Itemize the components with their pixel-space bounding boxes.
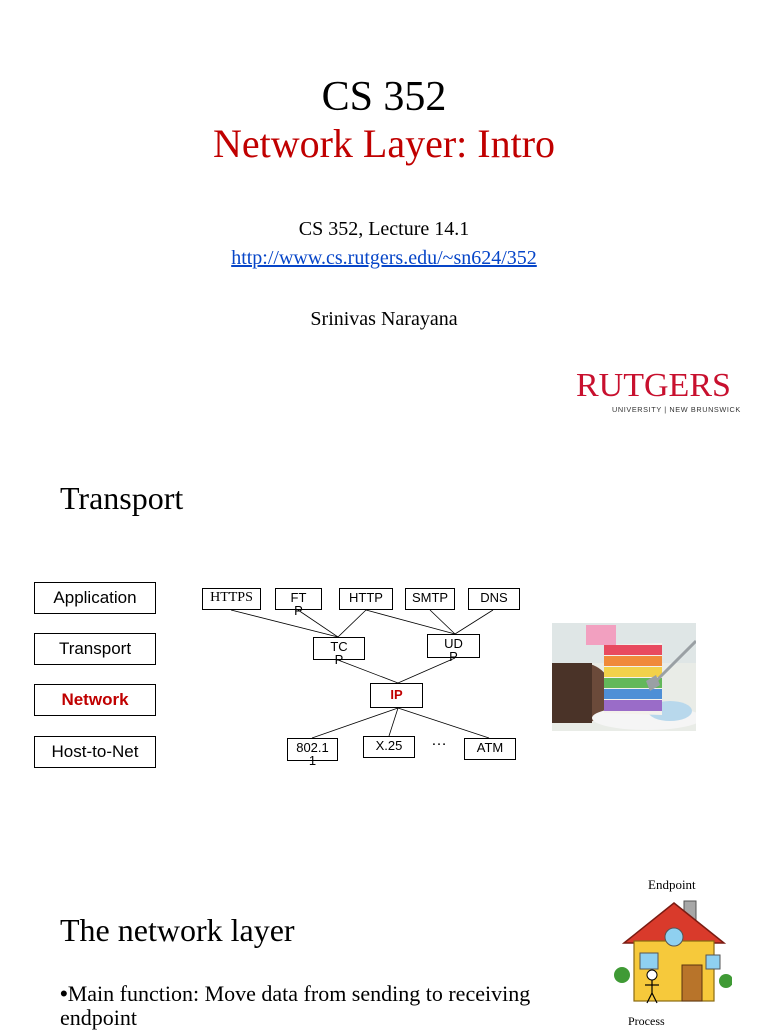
link-x25: X.25: [363, 736, 415, 758]
proto-ip: IP: [370, 683, 423, 708]
link-atm: ATM: [464, 738, 516, 760]
process-label: Process: [628, 1014, 665, 1028]
course-url-link[interactable]: http://www.cs.rutgers.edu/~sn624/352: [231, 247, 537, 269]
proto-udp: UD P: [427, 634, 480, 663]
proto-tcp: TC P: [313, 637, 365, 666]
bullet-main-function: •Main function: Move data from sending t…: [60, 982, 580, 1030]
course-title: CS 352: [321, 74, 447, 120]
rutgers-logo: RUTGERS UNIVERSITY | NEW BRUNSWICK: [576, 367, 746, 415]
logo-subtitle: UNIVERSITY | NEW BRUNSWICK: [612, 405, 741, 414]
layer-application: Application: [34, 582, 156, 614]
logo-wordmark: RUTGERS: [576, 367, 731, 404]
bullet-text: Main function: Move data from sending to…: [60, 981, 531, 1030]
url-row: http://www.cs.rutgers.edu/~sn624/352: [0, 245, 768, 271]
layer-transport: Transport: [34, 633, 156, 665]
link-ellipsis: …: [431, 732, 447, 749]
author-name: Srinivas Narayana: [310, 308, 458, 330]
proto-smtp: SMTP: [405, 588, 455, 610]
proto-dns: DNS: [468, 588, 520, 610]
bullet-dot: •: [60, 981, 68, 1006]
proto-ftp: FT P: [275, 588, 322, 617]
proto-http: HTTP: [339, 588, 393, 610]
layered-cake-image: [552, 623, 696, 731]
link-80211: 802.1 1: [287, 738, 338, 767]
endpoint-label: Endpoint: [648, 877, 696, 892]
lecture-number: CS 352, Lecture 14.1: [298, 218, 470, 240]
proto-https: HTTPS: [202, 588, 261, 610]
layer-network: Network: [34, 684, 156, 716]
slide-title-network-layer: The network layer: [60, 912, 295, 948]
lecture-title: Network Layer: Intro: [212, 121, 556, 166]
slide-title-transport: Transport: [60, 480, 184, 516]
house-icon: [614, 900, 732, 1004]
layer-host-to-net: Host-to-Net: [34, 736, 156, 768]
